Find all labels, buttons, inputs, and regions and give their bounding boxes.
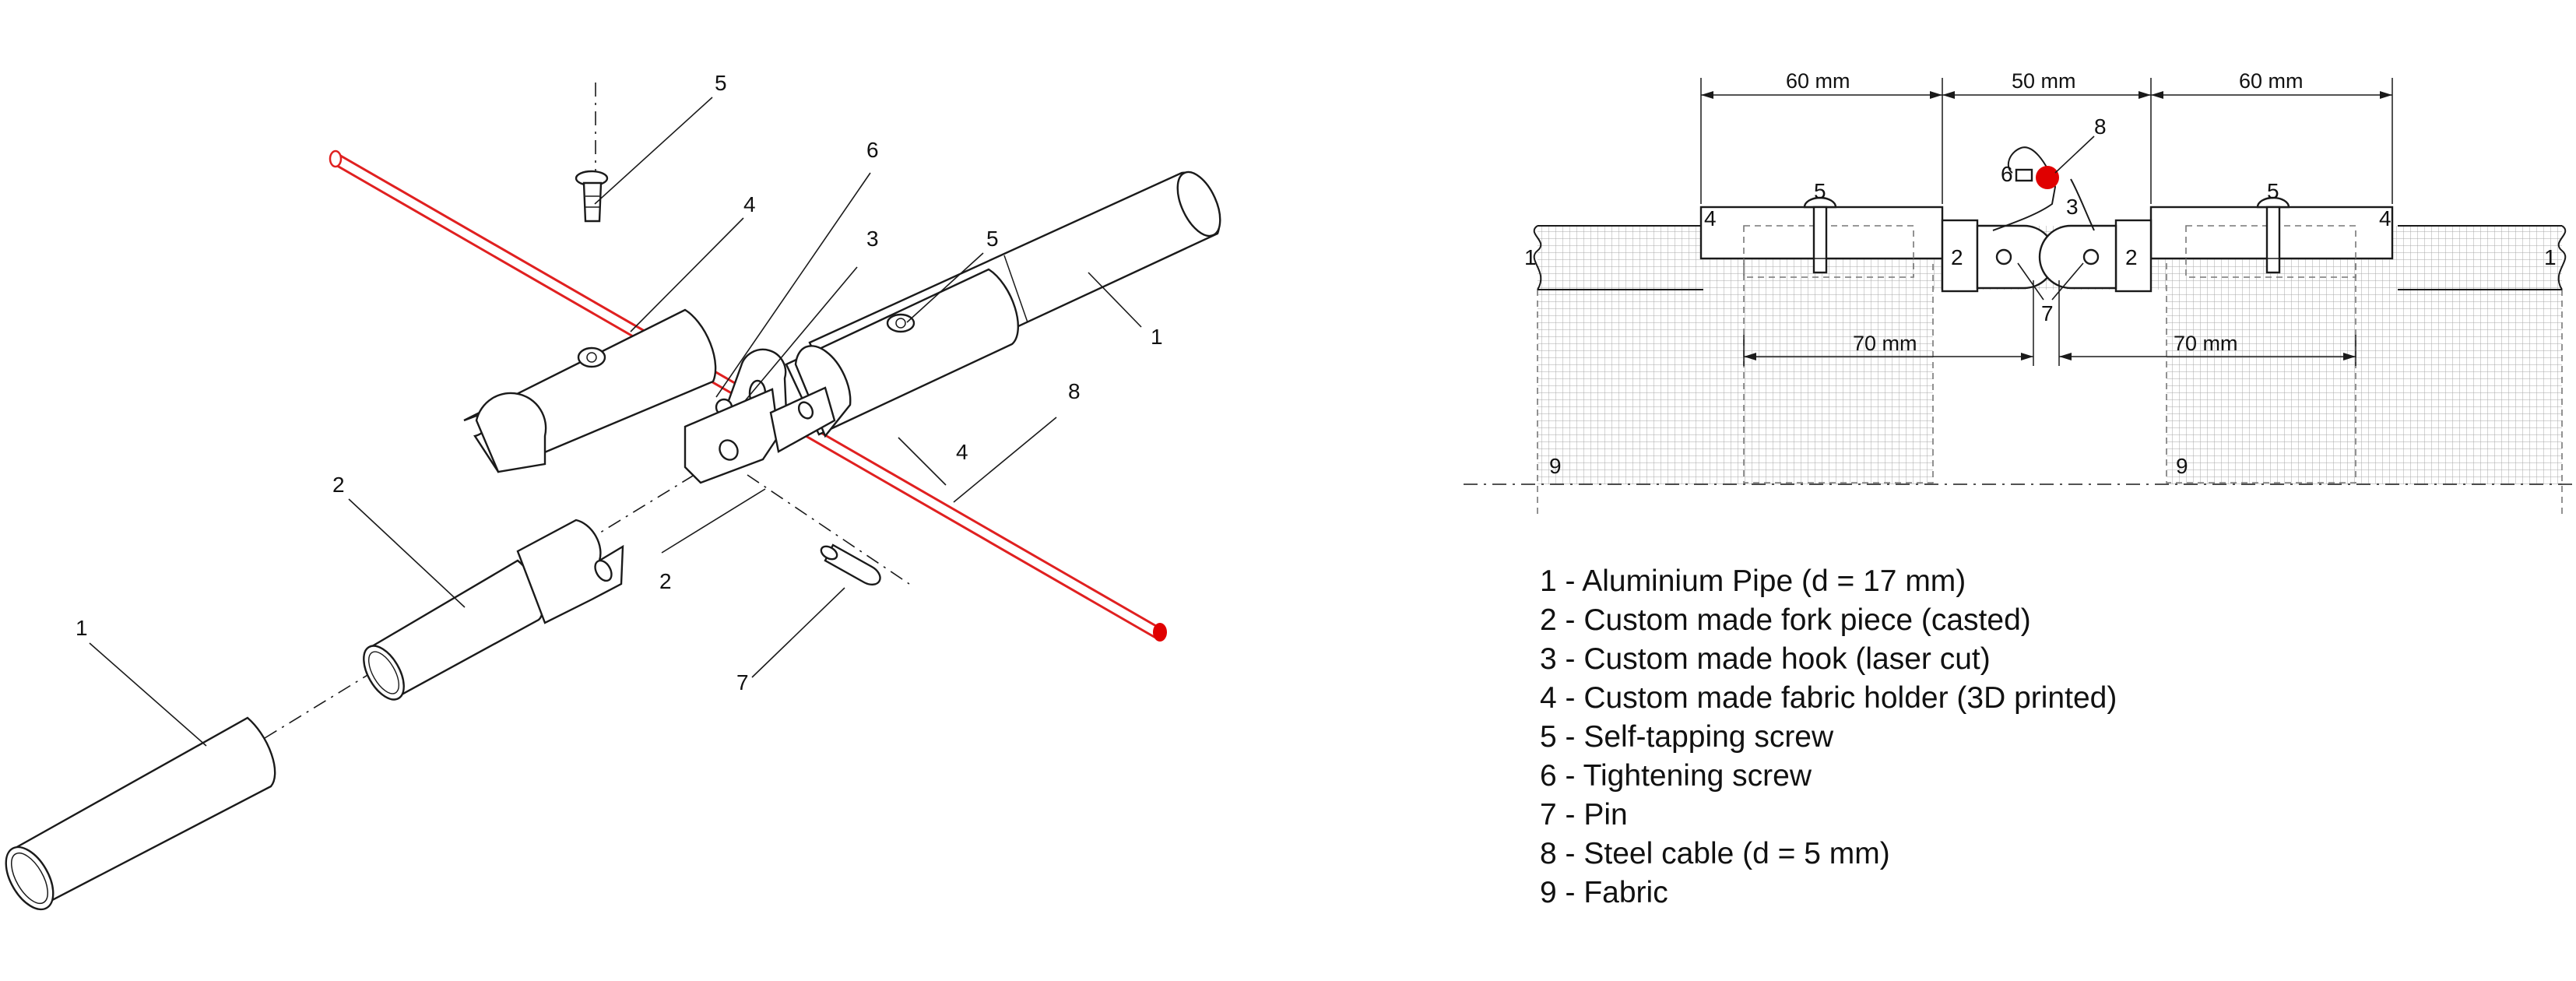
dim-60mm-left: 60 mm <box>1786 69 1850 93</box>
section-label-5-right: 5 <box>2267 179 2279 203</box>
legend-item-1: 1 - Aluminium Pipe (d = 17 mm) <box>1540 564 1966 598</box>
pipe-left-section <box>1533 225 1703 290</box>
label-1-lower: 1 <box>76 616 88 640</box>
fork-piece-joint <box>684 386 836 484</box>
section-label-6: 6 <box>2001 162 2013 186</box>
fabric-holder-left <box>463 308 717 473</box>
legend-item-6: 6 - Tightening screw <box>1540 759 1812 793</box>
self-tapping-screw <box>575 170 609 223</box>
label-6: 6 <box>866 138 879 162</box>
label-4-right: 4 <box>956 440 968 464</box>
fabric-left <box>1538 290 1933 484</box>
hook-section <box>1992 146 2057 231</box>
pin-axis <box>747 474 910 585</box>
fork-piece-right-section <box>2114 219 2153 293</box>
label-2-center: 2 <box>659 569 672 593</box>
section-label-5-left: 5 <box>1814 179 1826 203</box>
dim-60mm-right: 60 mm <box>2239 69 2304 93</box>
section-label-1-left: 1 <box>1524 245 1537 269</box>
section-label-9-left: 9 <box>1549 454 1562 478</box>
label-2-left: 2 <box>332 473 345 497</box>
fabric-right <box>2167 290 2562 484</box>
dimension-lines <box>1700 78 2393 366</box>
pin-left-section <box>1995 248 2012 265</box>
fork-piece-lower <box>363 519 624 701</box>
self-tapping-screw-right-section <box>2256 196 2290 274</box>
section-label-8: 8 <box>2094 114 2107 139</box>
section-label-2-right: 2 <box>2125 245 2138 269</box>
pin-right-section <box>2082 248 2100 265</box>
section-label-4-right: 4 <box>2379 206 2391 230</box>
label-7: 7 <box>736 670 749 694</box>
section-label-3: 3 <box>2066 195 2079 219</box>
aluminium-pipe-lower <box>5 716 276 911</box>
legend-item-5: 5 - Self-tapping screw <box>1540 720 1834 754</box>
steel-cable-section <box>2036 166 2059 189</box>
self-tapping-screw-left-section <box>1803 196 1837 274</box>
pipe-right-section <box>2398 225 2567 290</box>
pin <box>820 543 881 585</box>
dim-70mm-left: 70 mm <box>1853 332 1917 355</box>
dim-50mm: 50 mm <box>2012 69 2076 93</box>
section-label-2-left: 2 <box>1951 245 1963 269</box>
label-4-left: 4 <box>743 192 756 216</box>
label-8: 8 <box>1068 379 1081 403</box>
legend-item-4: 4 - Custom made fabric holder (3D printe… <box>1540 681 2117 715</box>
label-3: 3 <box>866 227 879 251</box>
label-5-right: 5 <box>986 227 999 251</box>
parts-legend: 1 - Aluminium Pipe (d = 17 mm) 2 - Custo… <box>1540 562 2117 912</box>
legend-item-9: 9 - Fabric <box>1540 876 1668 909</box>
section-label-1-right: 1 <box>2544 245 2557 269</box>
legend-item-7: 7 - Pin <box>1540 798 1628 832</box>
section-view: 60 mm 50 mm 60 mm 70 mm 70 mm 8 6 5 5 3 … <box>1464 69 2576 514</box>
label-1-upper: 1 <box>1151 325 1163 349</box>
label-5-top: 5 <box>715 71 727 95</box>
cable-end-section <box>1153 623 1167 642</box>
legend-item-8: 8 - Steel cable (d = 5 mm) <box>1540 837 1890 870</box>
legend-item-3: 3 - Custom made hook (laser cut) <box>1540 642 1991 676</box>
exploded-view: 5 4 6 3 5 1 8 4 2 2 1 7 <box>5 71 1221 911</box>
legend-item-2: 2 - Custom made fork piece (casted) <box>1540 603 2031 637</box>
section-label-9-right: 9 <box>2176 454 2188 478</box>
section-label-7: 7 <box>2041 301 2054 325</box>
section-label-4-left: 4 <box>1704 206 1717 230</box>
dim-70mm-right: 70 mm <box>2174 332 2238 355</box>
tightening-screw-section <box>2015 168 2033 182</box>
